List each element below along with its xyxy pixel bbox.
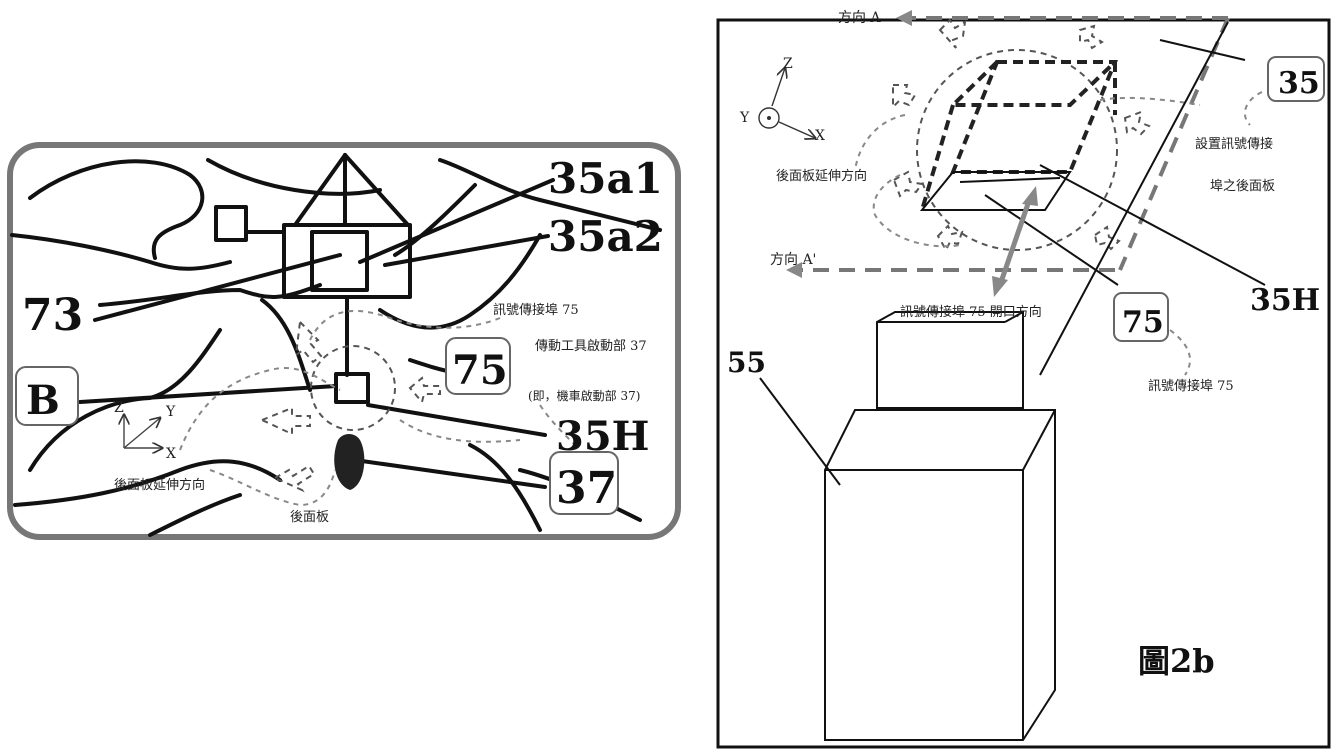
right-panel: 方向 A 方向 A' Z Y X (716, 10, 1331, 749)
leader-35h (1039, 164, 1266, 286)
direction-a2-arrowhead (786, 262, 802, 278)
port-open-dir-arrowhead-down (992, 276, 1008, 297)
right-tag-35-box (1267, 56, 1325, 102)
right-note-signal-port: 訊號傳接埠 75 (1148, 378, 1234, 394)
right-note-port-backplate-2: 埠之後面板 (1210, 179, 1275, 194)
left-note-signal-port: 訊號傳接埠 75 (493, 302, 579, 318)
right-note-dir-a2: 方向 A' (770, 252, 816, 268)
right-tag-75-box (1113, 292, 1169, 342)
right-axis-x-label: X (815, 128, 825, 144)
left-label-37: 37 (556, 463, 617, 514)
right-label-35h: 35H (1250, 283, 1320, 318)
direction-a-arrowhead (896, 10, 912, 26)
right-axes: Z Y X (739, 56, 825, 144)
left-note-scooter-starter: (即，機車啟動部 37) (528, 388, 640, 403)
right-note-port-open-dir: 訊號傳接埠 75 開口方向 (900, 304, 1042, 320)
left-tag-37-box (549, 451, 619, 515)
slope-line (1039, 21, 1229, 376)
starter-blob (334, 434, 365, 490)
left-tag-b-box (15, 366, 79, 426)
left-label-73: 73 (22, 290, 83, 341)
backplate-box (854, 18, 1263, 253)
left-axis-y-label: Y (165, 404, 176, 420)
left-label-35a2: 35a2 (548, 212, 663, 261)
right-label-35: 35 (1278, 66, 1320, 101)
figure-label: 圖2b (1138, 642, 1215, 680)
left-axis-z-label: Z (114, 400, 124, 416)
leader-75 (984, 194, 1119, 286)
left-note-backplate: 後面板 (290, 510, 329, 525)
port-open-dir-arrowhead-up (1022, 186, 1038, 206)
right-note-port-backplate-1: 設置訊號傳接 (1195, 136, 1273, 152)
left-label-75: 75 (452, 347, 508, 394)
left-label-b: B (26, 377, 60, 424)
left-axis-x-label: X (166, 446, 176, 462)
backplate-edge-dash (1118, 17, 1230, 271)
device-55 (759, 311, 1056, 741)
right-label-55: 55 (727, 346, 766, 379)
right-note-backplate-dir: 後面板延伸方向 (776, 168, 867, 184)
right-axis-z-label: Z (783, 56, 793, 72)
right-note-dir-a: 方向 A (838, 10, 881, 26)
left-note-tool-starter: 傳動工具啟動部 37 (535, 339, 647, 354)
left-panel: Z Y X 35a1 35a2 73 B 75 35H 37 訊號傳接埠 75 … (7, 142, 681, 540)
right-axis-y-label: Y (739, 110, 750, 126)
left-wires (10, 158, 662, 537)
left-label-35a1: 35a1 (548, 154, 663, 203)
right-label-75: 75 (1122, 305, 1164, 340)
left-structure (78, 153, 555, 490)
port-open-dir-arrow (997, 197, 1033, 286)
left-dashed-overlay (179, 309, 576, 507)
left-tag-75-box (445, 337, 511, 395)
left-note-backplate-dir: 後面板延伸方向 (114, 477, 205, 493)
left-axes: Z Y X (114, 400, 176, 462)
left-label-35h: 35H (556, 413, 649, 460)
leader-35 (1159, 39, 1246, 61)
